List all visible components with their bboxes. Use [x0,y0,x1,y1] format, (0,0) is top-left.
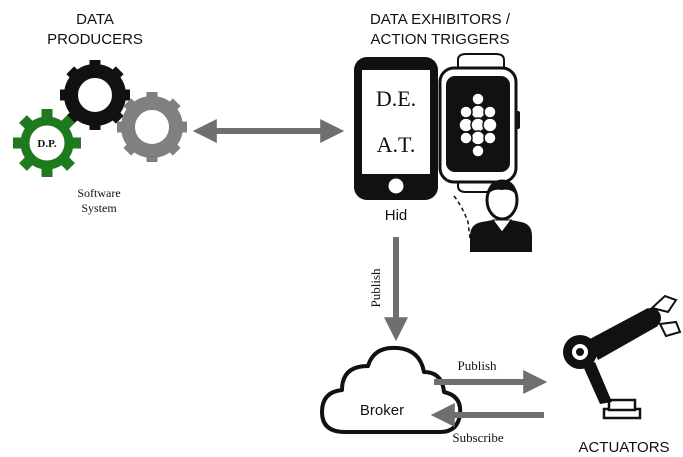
cloud-icon [320,345,463,434]
robot-arm-icon [563,294,682,420]
phone-label-de: D.E. [376,86,416,111]
producers-title-line2: PRODUCERS [47,31,143,48]
publish-right-label: Publish [457,358,497,373]
user-icon [453,179,532,252]
exhibitors-title-line1: DATA EXHIBITORS / [370,11,511,28]
producers-title-line1: DATA [76,11,114,28]
gears-icon: D.P. [13,60,187,177]
smartwatch-icon [438,53,520,193]
broker-label: Broker [360,402,404,419]
green-gear [13,109,81,177]
actuators-title: ACTUATORS [578,439,669,456]
phone-label-at: A.T. [377,132,416,157]
smartphone-icon [354,57,438,200]
phone-caption: Hid [385,207,408,224]
green-gear-label: D.P. [37,138,56,150]
exhibitors-title-line2: ACTION TRIGGERS [371,31,510,48]
subscribe-left-label: Subscribe [452,430,504,445]
software-system-caption-line2: System [81,201,117,215]
publish-vertical-label: Publish [368,268,383,308]
software-system-caption-line1: Software [77,186,120,200]
gray-gear [117,92,187,162]
